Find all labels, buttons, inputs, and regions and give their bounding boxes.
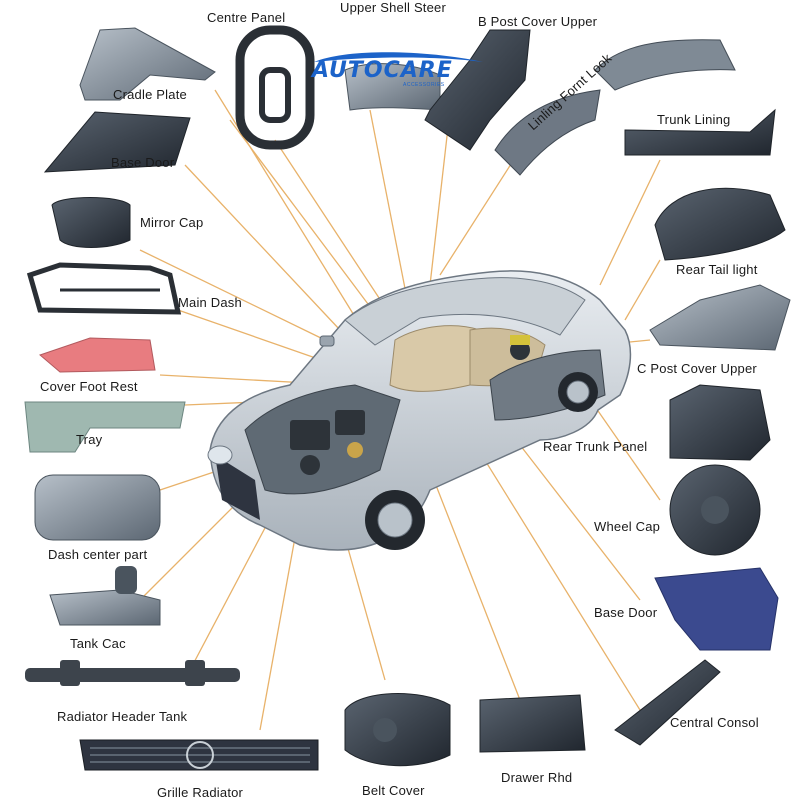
label-base-door-top: Base Door bbox=[111, 155, 175, 170]
part-radiator-header-tank bbox=[25, 660, 240, 686]
label-cover-foot-rest: Cover Foot Rest bbox=[40, 379, 138, 394]
label-tank-cac: Tank Cac bbox=[70, 636, 126, 651]
part-cover-foot-rest bbox=[39, 337, 156, 373]
part-wheel-cap bbox=[669, 464, 761, 556]
label-grille-radiator: Grille Radiator bbox=[157, 785, 244, 800]
label-rear-trunk-panel: Rear Trunk Panel bbox=[543, 439, 648, 454]
label-upper-shell-steer: Upper Shell Steer bbox=[340, 0, 447, 15]
part-drawer-rhd bbox=[479, 694, 586, 753]
logo-text: AUTOCARE bbox=[312, 58, 453, 83]
label-belt-cover: Belt Cover bbox=[362, 783, 425, 798]
part-tank-cac bbox=[49, 566, 161, 626]
part-belt-cover bbox=[344, 693, 451, 767]
part-linling-fornt-look bbox=[494, 89, 601, 176]
car-cutaway bbox=[207, 270, 632, 551]
part-base-door-bottom bbox=[654, 567, 779, 651]
part-cradle-plate bbox=[79, 27, 216, 101]
part-main-dash bbox=[26, 262, 182, 315]
autocare-logo: AUTOCARE ACCESSORIES bbox=[308, 52, 498, 92]
label-wheel-cap: Wheel Cap bbox=[594, 519, 661, 534]
label-dash-center-part: Dash center part bbox=[48, 547, 148, 562]
label-trunk-lining: Trunk Lining bbox=[657, 112, 731, 127]
label-mirror-cap: Mirror Cap bbox=[140, 215, 204, 230]
part-centre-panel bbox=[235, 25, 315, 150]
part-c-post-cover-upper bbox=[649, 284, 791, 351]
part-tray bbox=[24, 401, 186, 453]
label-centre-panel: Centre Panel bbox=[207, 10, 286, 25]
label-tray: Tray bbox=[76, 432, 103, 447]
part-rear-tail-light bbox=[654, 187, 786, 261]
label-cradle-plate: Cradle Plate bbox=[113, 87, 187, 102]
label-b-post-cover-upper: B Post Cover Upper bbox=[478, 14, 598, 29]
part-rear-trunk-panel bbox=[669, 384, 771, 461]
part-central-consol bbox=[614, 659, 721, 746]
part-dash-center-part bbox=[34, 474, 161, 541]
part-grille-radiator bbox=[79, 739, 319, 771]
part-mirror-cap bbox=[51, 197, 131, 248]
label-central-consol: Central Consol bbox=[670, 715, 759, 730]
label-drawer-rhd: Drawer Rhd bbox=[501, 770, 573, 785]
logo-subtext: ACCESSORIES bbox=[403, 82, 445, 88]
label-c-post-cover-upper: C Post Cover Upper bbox=[637, 361, 757, 376]
part-trunk-upper bbox=[594, 39, 736, 91]
part-b-post-cover-upper bbox=[424, 29, 531, 151]
label-radiator-header-tank: Radiator Header Tank bbox=[57, 709, 188, 724]
part-trunk-lining bbox=[624, 108, 776, 156]
label-rear-tail-light: Rear Tail light bbox=[676, 262, 758, 277]
label-main-dash: Main Dash bbox=[178, 295, 242, 310]
part-base-door-top bbox=[43, 111, 191, 173]
label-base-door-bottom: Base Door bbox=[594, 605, 658, 620]
